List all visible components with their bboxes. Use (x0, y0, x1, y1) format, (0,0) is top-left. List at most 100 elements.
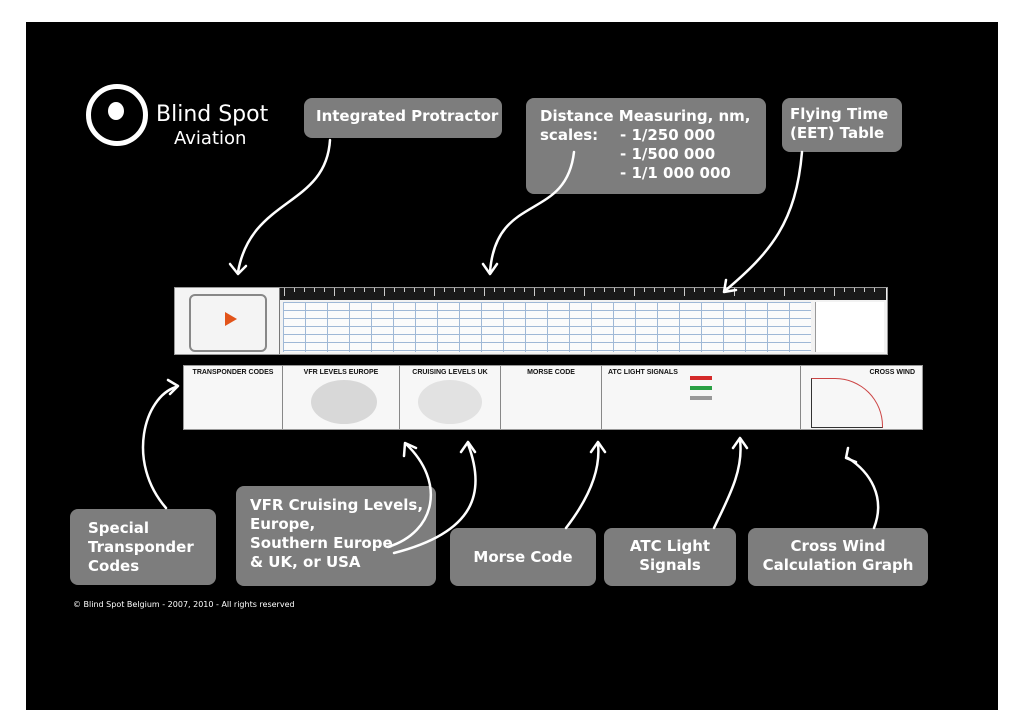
atc-light-white-icon (690, 396, 712, 400)
arrowhead-morse (589, 440, 607, 454)
arrow-transponder (141, 385, 178, 510)
scale-tick (504, 288, 505, 292)
scale-tick (604, 288, 605, 292)
flying-time-table (283, 302, 811, 352)
callout-vfr-line1: VFR Cruising Levels, (250, 496, 424, 514)
arrow-protractor (236, 138, 332, 274)
pilot-name-panel (815, 302, 884, 352)
scale-tick (514, 288, 515, 292)
scale-tick (654, 288, 655, 292)
transponder-panel: TRANSPONDER CODES (184, 366, 283, 429)
scale-tick (324, 288, 325, 292)
arrowhead-atc (731, 436, 749, 450)
scale-tick (694, 288, 695, 292)
cruising-uk-panel: CRUISING LEVELS UK (400, 366, 501, 429)
atc-light-red-icon (690, 376, 712, 380)
protractor-arrow-icon (225, 312, 237, 326)
cruising-uk-dial-icon (418, 380, 482, 424)
scale-tick (294, 288, 295, 292)
callout-crosswind: Cross Wind Calculation Graph (748, 528, 928, 586)
callout-flying-time: Flying Time (EET) Table (782, 98, 902, 152)
upper-ruler-strip (174, 287, 888, 355)
atc-light-green-icon (690, 386, 712, 390)
callout-distance-title: Distance Measuring, nm, (540, 107, 751, 125)
scale-tick (574, 288, 575, 292)
scale-tick (774, 288, 775, 292)
scale-tick (534, 288, 535, 296)
scale-tick (704, 288, 705, 292)
callout-distance-scales-label: scales: (540, 126, 599, 144)
scale-tick (464, 288, 465, 292)
copyright-notice: © Blind Spot Belgium - 2007, 2010 - All … (73, 600, 295, 609)
scale-tick (684, 288, 685, 296)
scale-tick (374, 288, 375, 292)
arrow-distance (488, 150, 576, 274)
scale-tick (454, 288, 455, 292)
scale-tick (314, 288, 315, 292)
callout-crosswind-line2: Calculation Graph (762, 556, 914, 574)
atc-panel-title: ATC LIGHT SIGNALS (608, 369, 678, 376)
scale-tick (494, 288, 495, 292)
scale-tick (764, 288, 765, 292)
scale-tick (304, 288, 305, 292)
scale-tick (404, 288, 405, 292)
scale-tick (664, 288, 665, 292)
callout-transponder-line3: Codes (88, 557, 140, 575)
scale-tick (804, 288, 805, 292)
arrowhead-cruising-uk (459, 440, 477, 454)
protractor-ring-icon (189, 294, 267, 352)
scale-tick (814, 288, 815, 292)
scale-tick (674, 288, 675, 292)
scale-tick (554, 288, 555, 292)
scale-tick (864, 288, 865, 292)
scale-tick (594, 288, 595, 292)
morse-panel-title: MORSE CODE (527, 369, 575, 376)
atc-panel: ATC LIGHT SIGNALS (602, 366, 801, 429)
morse-panel: MORSE CODE (501, 366, 602, 429)
crosswind-panel: CROSS WIND (801, 366, 921, 429)
scale-tick (834, 288, 835, 296)
callout-arrows (141, 138, 880, 555)
scale-tick (584, 288, 585, 296)
callout-distance-scale-2: - 1/500 000 (620, 145, 716, 163)
scale-tick (524, 288, 525, 292)
scale-tick (824, 288, 825, 292)
callout-distance-scale-1: - 1/250 000 (620, 126, 716, 144)
scale-tick (414, 288, 415, 292)
scale-tick (614, 288, 615, 292)
callout-vfr-line4: & UK, or USA (250, 553, 361, 571)
arrow-morse (564, 442, 600, 530)
arrowhead-transponder (166, 378, 180, 396)
arrowhead-protractor (228, 262, 248, 276)
scale-tick (394, 288, 395, 292)
logo-mark-icon (108, 102, 124, 120)
arrowhead-crosswind (844, 446, 858, 464)
arrow-atc (712, 438, 742, 530)
lower-panel-strip: TRANSPONDER CODES VFR LEVELS EUROPE CRUI… (183, 365, 923, 430)
callout-protractor: Integrated Protractor (304, 98, 502, 138)
callout-morse-text: Morse Code (473, 548, 573, 566)
callout-transponder: Special Transponder Codes (70, 509, 216, 585)
scale-tick (644, 288, 645, 292)
logo-text-line1: Blind Spot (156, 102, 269, 127)
vfr-europe-dial-icon (311, 380, 377, 424)
transponder-panel-title: TRANSPONDER CODES (192, 369, 274, 376)
callout-morse: Morse Code (450, 528, 596, 586)
scale-tick (744, 288, 745, 292)
logo-ring-icon (86, 84, 148, 146)
scale-tick (734, 288, 735, 296)
scale-tick (634, 288, 635, 296)
scale-tick (874, 288, 875, 292)
protractor-panel (175, 288, 280, 354)
diagram-canvas: Blind Spot Aviation Integrated Protracto… (26, 22, 998, 710)
scale-tick (564, 288, 565, 292)
callout-vfr-levels: VFR Cruising Levels, Europe, Southern Eu… (236, 486, 436, 586)
callout-vfr-line3: Southern Europe (250, 534, 393, 552)
vfr-europe-panel-title: VFR LEVELS EUROPE (303, 369, 379, 376)
callout-flying-time-line1: Flying Time (790, 105, 889, 123)
scale-tick (854, 288, 855, 292)
arrow-flying-time (724, 150, 804, 292)
arrowhead-flying-time (722, 278, 738, 294)
callout-distance-scale-3: - 1/1 000 000 (620, 164, 731, 182)
callout-atc-line2: Signals (639, 556, 701, 574)
